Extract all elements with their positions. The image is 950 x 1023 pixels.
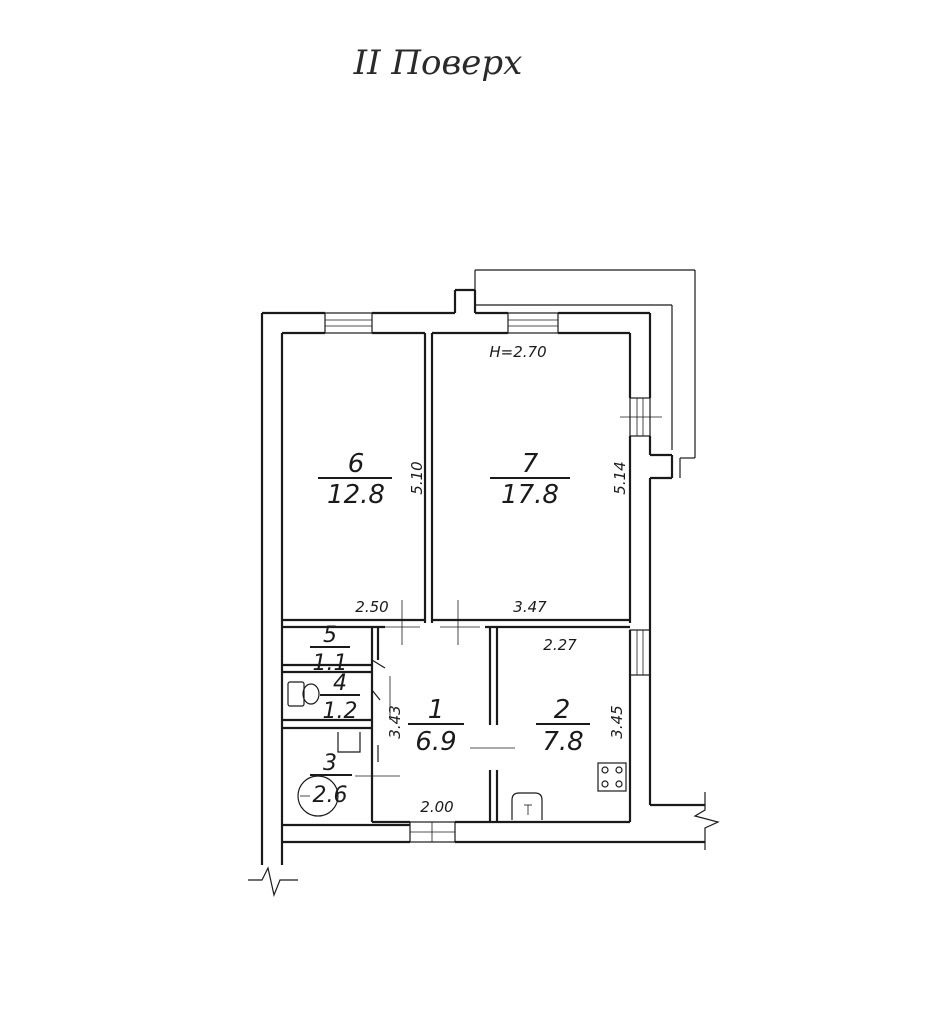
room-7-area: 17.8: [501, 480, 559, 510]
room-5-number: 5: [323, 623, 337, 648]
fixtures: [287, 681, 627, 820]
room-5-area: 1.1: [313, 651, 348, 676]
outer-walls: [248, 269, 720, 898]
kitchen-sink-icon: [511, 792, 543, 820]
room-1-area: 6.9: [415, 727, 456, 757]
room-6-number: 6: [348, 449, 365, 479]
floor-title: II Поверх: [353, 43, 523, 83]
room-6-length: 5.10: [408, 461, 426, 494]
room-4-number: 4: [333, 671, 347, 696]
room-1-width: 2.00: [420, 798, 453, 816]
ceiling-height: H=2.70: [489, 343, 546, 361]
room-2-length: 3.45: [608, 705, 626, 738]
sink-icon: [337, 732, 361, 753]
room-1-length: 3.43: [386, 705, 404, 738]
room-2-area: 7.8: [542, 727, 583, 757]
interior-walls: [282, 333, 630, 822]
stove-icon: [597, 762, 627, 792]
room-2-width: 2.27: [543, 636, 577, 654]
room-3-area: 2.6: [313, 783, 348, 808]
toilet-icon: [287, 681, 305, 707]
room-6-area: 12.8: [327, 480, 385, 510]
room-2-number: 2: [554, 695, 571, 725]
room-labels: 6 12.8 2.50 5.10 H=2.70 7 17.8 3.47 5.14…: [310, 343, 629, 816]
room-3-number: 3: [323, 751, 337, 776]
room-1-number: 1: [428, 695, 445, 725]
room-4-area: 1.2: [323, 699, 358, 724]
room-7-length: 5.14: [611, 461, 629, 494]
room-7-number: 7: [522, 449, 539, 479]
room-7-width: 3.47: [513, 598, 547, 616]
room-6-width: 2.50: [355, 598, 388, 616]
